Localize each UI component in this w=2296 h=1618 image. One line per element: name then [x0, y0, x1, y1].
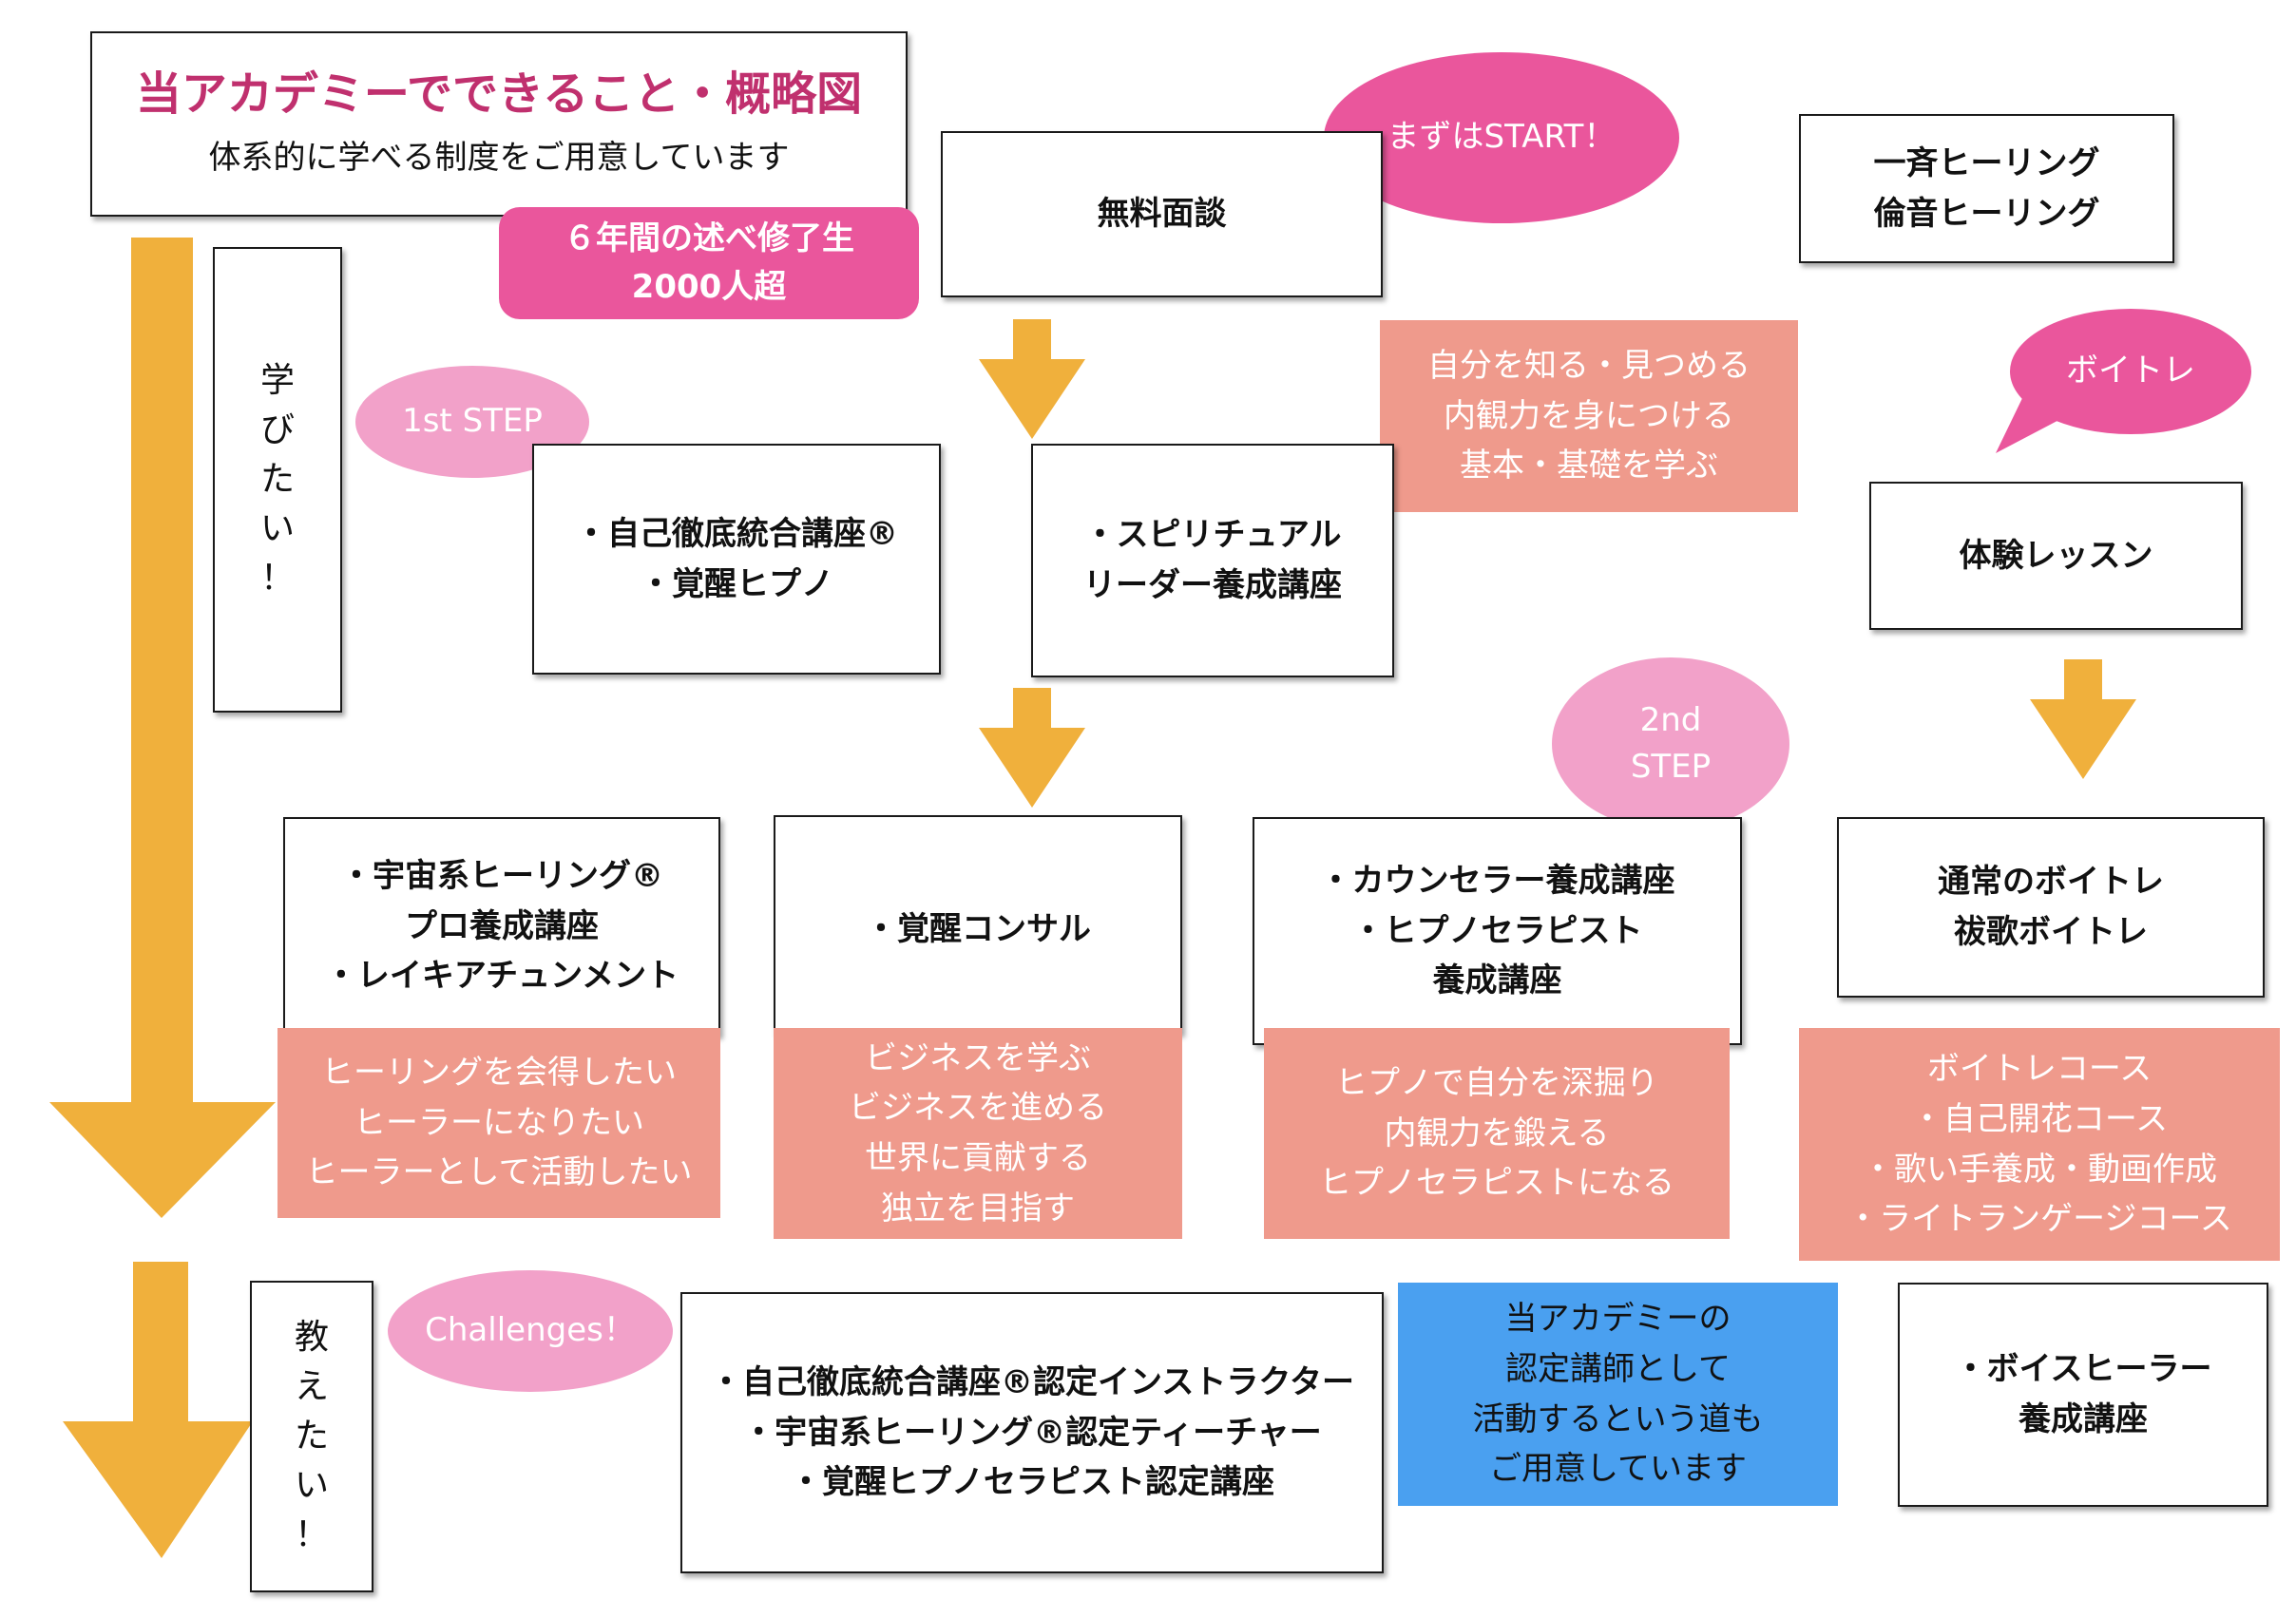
know-self-note: 自分を知る・見つめる 内観力を身につける 基本・基礎を学ぶ	[1380, 320, 1798, 512]
lecturer-note: 当アカデミーの 認定講師として 活動するという道も ご用意しています	[1398, 1283, 1838, 1506]
page-title: 当アカデミーでできること・概略図	[135, 67, 863, 121]
teach-vertical-label: 教 え た い ！	[250, 1281, 373, 1592]
cosmic-healing-box: ・宇宙系ヒーリング® プロ養成講座 ・レイキアチュンメント	[283, 817, 720, 1036]
spiritual-leader-box: ・スピリチュアル リーダー養成講座	[1031, 444, 1394, 677]
challenges-bubble: Challenges！	[388, 1270, 673, 1392]
teach-char: た	[294, 1416, 329, 1456]
learn-char: び	[259, 409, 295, 449]
trial-lesson-box: 体験レッスン	[1869, 482, 2243, 630]
page-subtitle: 体系的に学べる制度をご用意しています	[208, 139, 790, 178]
learn-progress-arrow	[49, 238, 276, 1218]
down-arrow-icon	[2030, 659, 2136, 779]
learn-vertical-label: 学 び た い ！	[213, 247, 342, 713]
instructors-box: ・自己徹底統合講座®認定インストラクター ・宇宙系ヒーリング®認定ティーチャー …	[680, 1292, 1384, 1573]
counselor-box: ・カウンセラー養成講座 ・ヒプノセラピスト 養成講座	[1253, 817, 1742, 1045]
title-box: 当アカデミーでできること・概略図 体系的に学べる制度をご用意しています	[90, 31, 908, 217]
voice-healer-box: ・ボイスヒーラー 養成講座	[1898, 1283, 2268, 1507]
free-consultation-box: 無料面談	[941, 131, 1383, 297]
awakening-consult-box: ・覚醒コンサル	[774, 815, 1182, 1034]
learn-char: い	[259, 509, 295, 549]
learn-char: 学	[259, 360, 295, 400]
hypno-note: ヒプノで自分を深掘り 内観力を鍛える ヒプノセラピストになる	[1264, 1028, 1730, 1239]
down-arrow-icon	[979, 319, 1085, 439]
second-step-bubble: 2nd STEP	[1552, 657, 1789, 830]
healing-box: 一斉ヒーリング 倫音ヒーリング	[1799, 114, 2174, 263]
learn-char: た	[259, 459, 295, 499]
start-bubble: まずはSTART！	[1324, 52, 1679, 223]
regular-voitore-box: 通常のボイトレ 祓歌ボイトレ	[1837, 817, 2265, 998]
graduates-badge: ６年間の述べ修了生 2000人超	[499, 207, 919, 319]
healer-note: ヒーリングを会得したい ヒーラーになりたい ヒーラーとして活動したい	[277, 1028, 720, 1218]
business-note: ビジネスを学ぶ ビジネスを進める 世界に貢献する 独立を目指す	[774, 1028, 1182, 1239]
teach-char: ！	[294, 1515, 329, 1555]
voitore-bubble: ボイトレ	[2010, 309, 2251, 434]
teach-char: い	[294, 1466, 329, 1506]
teach-progress-arrow	[63, 1262, 253, 1558]
teach-char: 教	[294, 1317, 329, 1357]
self-integration-box: ・自己徹底統合講座® ・覚醒ヒプノ	[532, 444, 941, 675]
teach-char: え	[294, 1366, 329, 1406]
voitore-course-note: ボイトレコース ・自己開花コース ・歌い手養成・動画作成 ・ライトランゲージコー…	[1799, 1028, 2280, 1261]
learn-char: ！	[259, 559, 295, 599]
down-arrow-icon	[979, 688, 1085, 808]
